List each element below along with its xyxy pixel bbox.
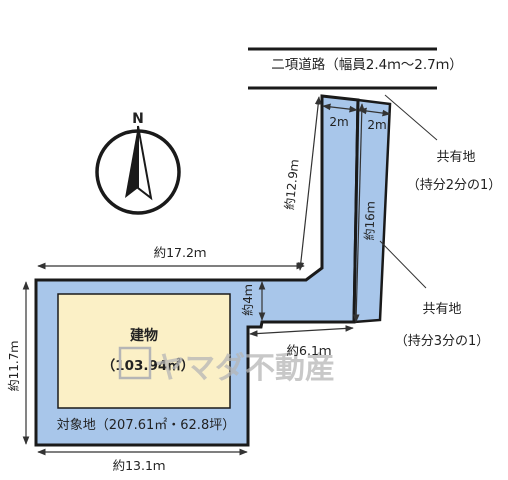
shared-land-1-title: 共有地: [436, 150, 475, 165]
dim-6-1-line: [249, 325, 354, 337]
dim-11-7-label: 約11.7ｍ: [6, 341, 21, 392]
shared-land-2-share: （持分3分の1）: [395, 334, 490, 349]
dim-2m-left-line: [322, 103, 358, 113]
callout-leader-2: [379, 240, 427, 289]
compass: N: [95, 111, 181, 215]
compass-needle-fill: [125, 126, 138, 198]
building-area: （103.94㎡）: [102, 357, 195, 374]
watermark-text: ヤマダ不動産: [155, 351, 335, 386]
dim-12-9-label: 約12.9ｍ: [281, 159, 301, 211]
callout-leader-1: [384, 94, 438, 141]
dim-16-label: 約16ｍ: [361, 201, 377, 241]
dim-2m-right-label: 2m: [367, 118, 386, 132]
dim-12-9-line: [297, 96, 322, 271]
dim-16-line: [352, 103, 366, 323]
building-title: 建物: [130, 327, 158, 344]
dim-17-2-label: 約17.2ｍ: [154, 245, 207, 260]
shared-land-1-share: （持分2分の1）: [407, 178, 502, 193]
compass-north-label: N: [132, 111, 144, 127]
dim-6-1-label: 約6.1ｍ: [287, 343, 332, 358]
site-label: 対象地（207.61㎡・62.8坪）: [57, 418, 235, 433]
watermark-logo: [118, 346, 152, 380]
dim-2m-left-label: 2m: [329, 115, 348, 129]
compass-needle-outline: [137, 125, 153, 201]
building: [57, 293, 231, 409]
shared-land-2-title: 共有地: [422, 302, 461, 317]
dim-4-label: 約4ｍ: [240, 284, 255, 316]
dim-13-1-label: 約13.1ｍ: [113, 458, 166, 473]
road-label: 二項道路（幅員2.4ｍ～2.7ｍ）: [271, 57, 462, 73]
